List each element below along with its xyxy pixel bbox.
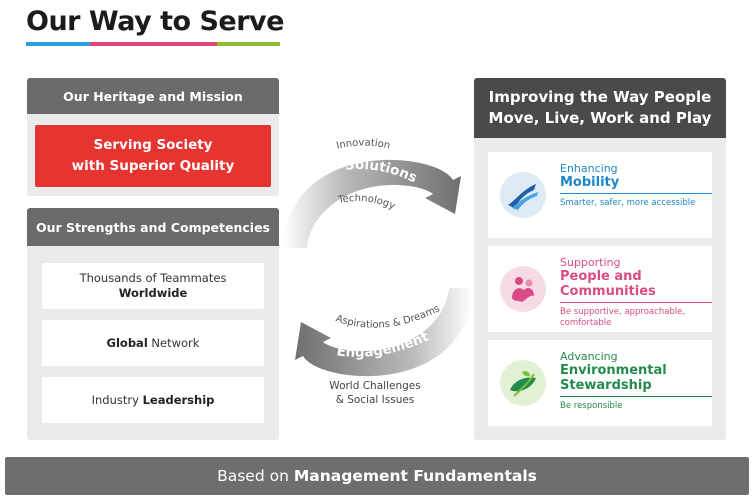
footer-banner: Based on Management Fundamentals: [5, 457, 749, 495]
title-bar-segment-blue: [26, 42, 90, 46]
innovation-label: Innovation: [335, 137, 391, 151]
mission-line-2: with Superior Quality: [71, 158, 235, 174]
people-icon: [500, 266, 546, 312]
card-divider: [560, 302, 712, 303]
strength-bold: Leadership: [142, 392, 215, 407]
engagement-arrow: [295, 288, 473, 377]
title-bar-segment-green: [216, 42, 280, 46]
card-pre: Enhancing: [560, 162, 618, 175]
footer-bold-text: Management Fundamentals: [293, 467, 537, 485]
cycle-diagram: Solutions Innovation Technology Engageme…: [283, 137, 473, 406]
card-environment: Advancing Environmental Stewardship Be r…: [488, 340, 712, 426]
technology-label: Technology: [336, 193, 396, 212]
card-pre: Advancing: [560, 350, 618, 363]
card-title-line-2: Stewardship: [560, 378, 652, 393]
strength-text: Thousands of Teammates: [79, 271, 227, 285]
strength-bold: Worldwide: [118, 286, 188, 300]
strength-item-leadership: Industry Leadership: [42, 377, 264, 423]
strength-text: Network: [147, 335, 200, 350]
strength-text: Industry: [91, 392, 143, 407]
strengths-heading: Our Strengths and Competencies: [27, 208, 279, 246]
strength-bold: Global: [106, 335, 148, 350]
strength-item-teammates: Thousands of Teammates Worldwide: [42, 263, 264, 309]
leaf-icon: [500, 360, 546, 406]
card-mobility: Enhancing Mobility Smarter, safer, more …: [488, 152, 712, 238]
impact-heading-line-2: Move, Live, Work and Play: [488, 109, 712, 127]
mission-box: Serving Society with Superior Quality: [35, 125, 271, 187]
strength-item-network: Global Network: [42, 320, 264, 366]
card-subtitle: Smarter, safer, more accessible: [560, 198, 696, 208]
heritage-heading: Our Heritage and Mission: [27, 78, 279, 114]
world-challenges-label: World Challenges: [329, 380, 420, 392]
title-bar-segment-pink-2: [153, 42, 217, 46]
card-title: Environmental: [560, 363, 667, 378]
title-bar-segment-pink: [89, 42, 153, 46]
impact-heading: Improving the Way People Move, Live, Wor…: [474, 78, 726, 138]
card-subtitle: Be supportive, approachable,: [560, 307, 686, 317]
card-divider: [560, 193, 712, 194]
title-color-bar: [26, 42, 280, 46]
mission-line-1: Serving Society: [93, 137, 213, 153]
card-people: Supporting People and Communities Be sup…: [488, 246, 712, 332]
card-divider: [560, 396, 712, 397]
impact-heading-line-1: Improving the Way People: [488, 88, 712, 106]
solutions-arrow: [283, 159, 461, 248]
card-title-line-2: Communities: [560, 284, 656, 299]
footer-text: Based on: [217, 467, 294, 485]
aspirations-label: Aspirations & Dreams: [334, 303, 441, 331]
mobility-icon: [500, 172, 546, 218]
card-title: Mobility: [560, 175, 620, 190]
card-title: People and: [560, 269, 642, 284]
card-pre: Supporting: [560, 256, 621, 269]
card-subtitle-line-2: comfortable: [560, 318, 612, 328]
card-subtitle: Be responsible: [560, 401, 623, 411]
social-issues-label: & Social Issues: [336, 394, 415, 406]
page-title: Our Way to Serve: [26, 6, 284, 37]
